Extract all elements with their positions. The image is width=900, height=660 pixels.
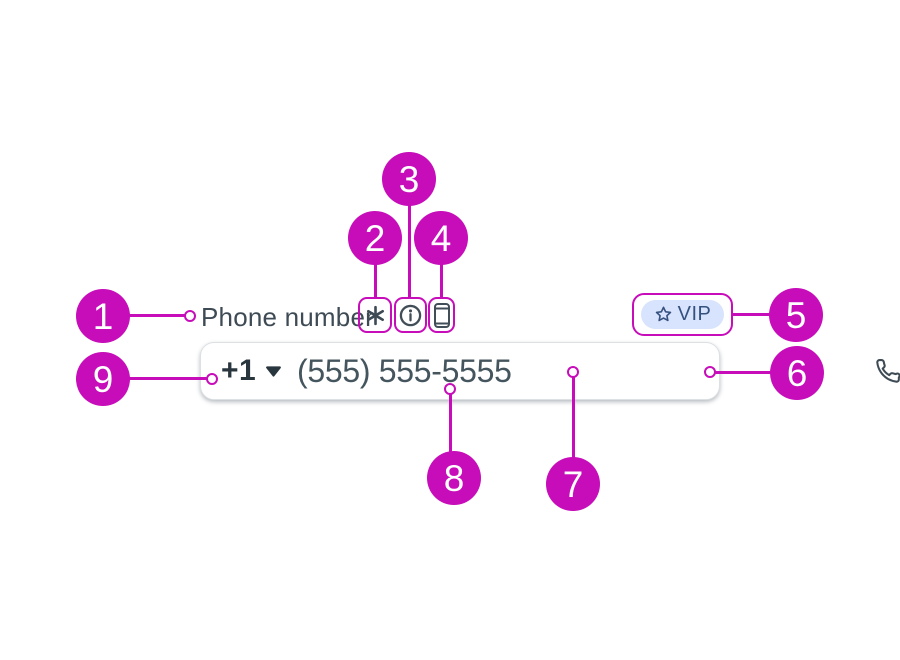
field-label: Phone number [201, 302, 374, 332]
marker-number: 4 [430, 217, 452, 259]
connector-line-9 [103, 377, 208, 380]
marker-number: 7 [562, 463, 584, 505]
connector-dot-input [567, 366, 579, 378]
info-circle-icon[interactable] [398, 303, 423, 328]
annotation-marker-9: 9 [76, 352, 130, 406]
marker-number: 5 [785, 294, 807, 336]
badge-highlight: VIP [632, 293, 733, 336]
marker-number: 2 [364, 217, 386, 259]
required-indicator-highlight [358, 297, 392, 333]
connector-dot-value [444, 383, 456, 395]
phone-number-field[interactable]: +1 (555) 555-5555 [200, 342, 900, 400]
connector-line-6 [714, 371, 771, 374]
annotation-marker-8: 8 [427, 451, 481, 505]
connector-dot-label [184, 310, 196, 322]
marker-number: 3 [398, 158, 420, 200]
vip-badge: VIP [641, 300, 724, 329]
connector-dot-country [206, 373, 218, 385]
marker-number: 8 [443, 457, 465, 499]
country-code-label: +1 [221, 354, 257, 387]
connector-line-7 [572, 376, 575, 458]
marker-number: 9 [92, 358, 114, 400]
connector-dot-phone-icon [704, 366, 716, 378]
device-indicator-highlight [428, 297, 455, 333]
annotation-marker-6: 6 [770, 346, 824, 400]
connector-line-5 [733, 313, 770, 316]
annotation-marker-4: 4 [414, 211, 468, 265]
asterisk-icon [365, 305, 386, 326]
phone-number-value[interactable]: (555) 555-5555 [297, 352, 512, 389]
connector-line-8 [449, 393, 452, 452]
marker-number: 1 [92, 295, 114, 337]
phone-icon [875, 359, 900, 385]
annotation-marker-7: 7 [546, 457, 600, 511]
vip-badge-label: VIP [677, 303, 712, 325]
annotation-marker-3: 3 [382, 152, 436, 206]
connector-line-4 [440, 238, 443, 298]
connector-line-1 [103, 314, 186, 317]
chevron-down-icon [265, 365, 282, 377]
connector-line-3 [408, 179, 411, 298]
info-trigger-highlight [394, 297, 427, 333]
country-code-selector[interactable]: +1 [221, 343, 282, 399]
annotation-marker-2: 2 [348, 211, 402, 265]
marker-number: 6 [786, 352, 808, 394]
mobile-device-icon [433, 302, 451, 329]
annotation-marker-5: 5 [769, 288, 823, 342]
star-icon [654, 305, 673, 324]
connector-line-2 [374, 238, 377, 298]
annotation-marker-1: 1 [76, 289, 130, 343]
